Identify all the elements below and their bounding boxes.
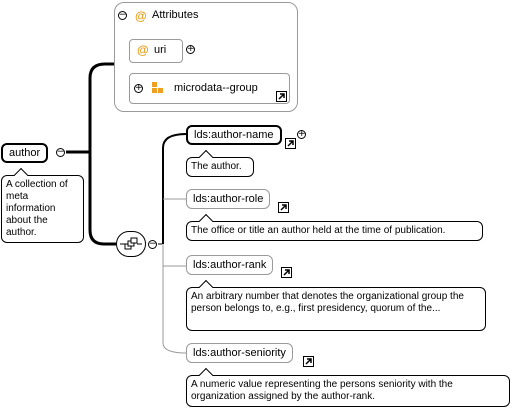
attributes-header: Attributes <box>152 9 199 21</box>
attribute-group-icon <box>152 82 163 93</box>
child-element-label: lds:author-rank <box>193 259 267 271</box>
attribute-icon: @ <box>135 9 147 23</box>
collapse-icon[interactable]: − <box>118 10 127 20</box>
child-documentation: An arbitrary number that denotes the org… <box>186 287 486 331</box>
attribute-group-label: microdata--group <box>174 82 258 94</box>
child-element-author-role[interactable]: lds:author-role <box>186 189 271 209</box>
child-documentation: The author. <box>186 157 254 177</box>
child-element-label: lds:author-role <box>193 193 264 205</box>
expand-icon[interactable]: + <box>134 83 143 93</box>
reference-link-icon[interactable] <box>281 267 292 278</box>
expand-icon[interactable]: + <box>297 129 306 139</box>
child-documentation: The office or title an author held at th… <box>186 221 483 241</box>
attribute-uri-label: uri <box>154 44 167 56</box>
reference-link-icon[interactable] <box>303 356 314 367</box>
collapse-icon[interactable]: − <box>56 147 65 157</box>
child-element-label: lds:author-seniority <box>193 347 286 359</box>
attribute-group-microdata[interactable]: + microdata--group <box>129 73 290 104</box>
attribute-uri[interactable]: @ uri <box>129 39 183 63</box>
collapse-icon[interactable]: − <box>148 239 157 249</box>
child-element-author-rank[interactable]: lds:author-rank <box>186 255 274 275</box>
reference-link-icon[interactable] <box>276 91 287 102</box>
root-element-label: author <box>9 147 41 159</box>
child-element-author-seniority[interactable]: lds:author-seniority <box>186 343 293 363</box>
child-documentation: A numeric value representing the persons… <box>186 375 510 407</box>
attribute-icon: @ <box>137 43 149 57</box>
child-element-label: lds:author-name <box>194 129 274 141</box>
reference-link-icon[interactable] <box>278 202 289 213</box>
root-element[interactable]: author <box>1 143 49 163</box>
sequence-compositor-icon[interactable] <box>116 231 146 257</box>
reference-link-icon[interactable] <box>285 138 296 149</box>
expand-icon[interactable]: + <box>186 44 195 54</box>
child-element-author-name[interactable]: lds:author-name <box>186 125 282 145</box>
root-documentation: A collection of meta information about t… <box>1 175 84 243</box>
